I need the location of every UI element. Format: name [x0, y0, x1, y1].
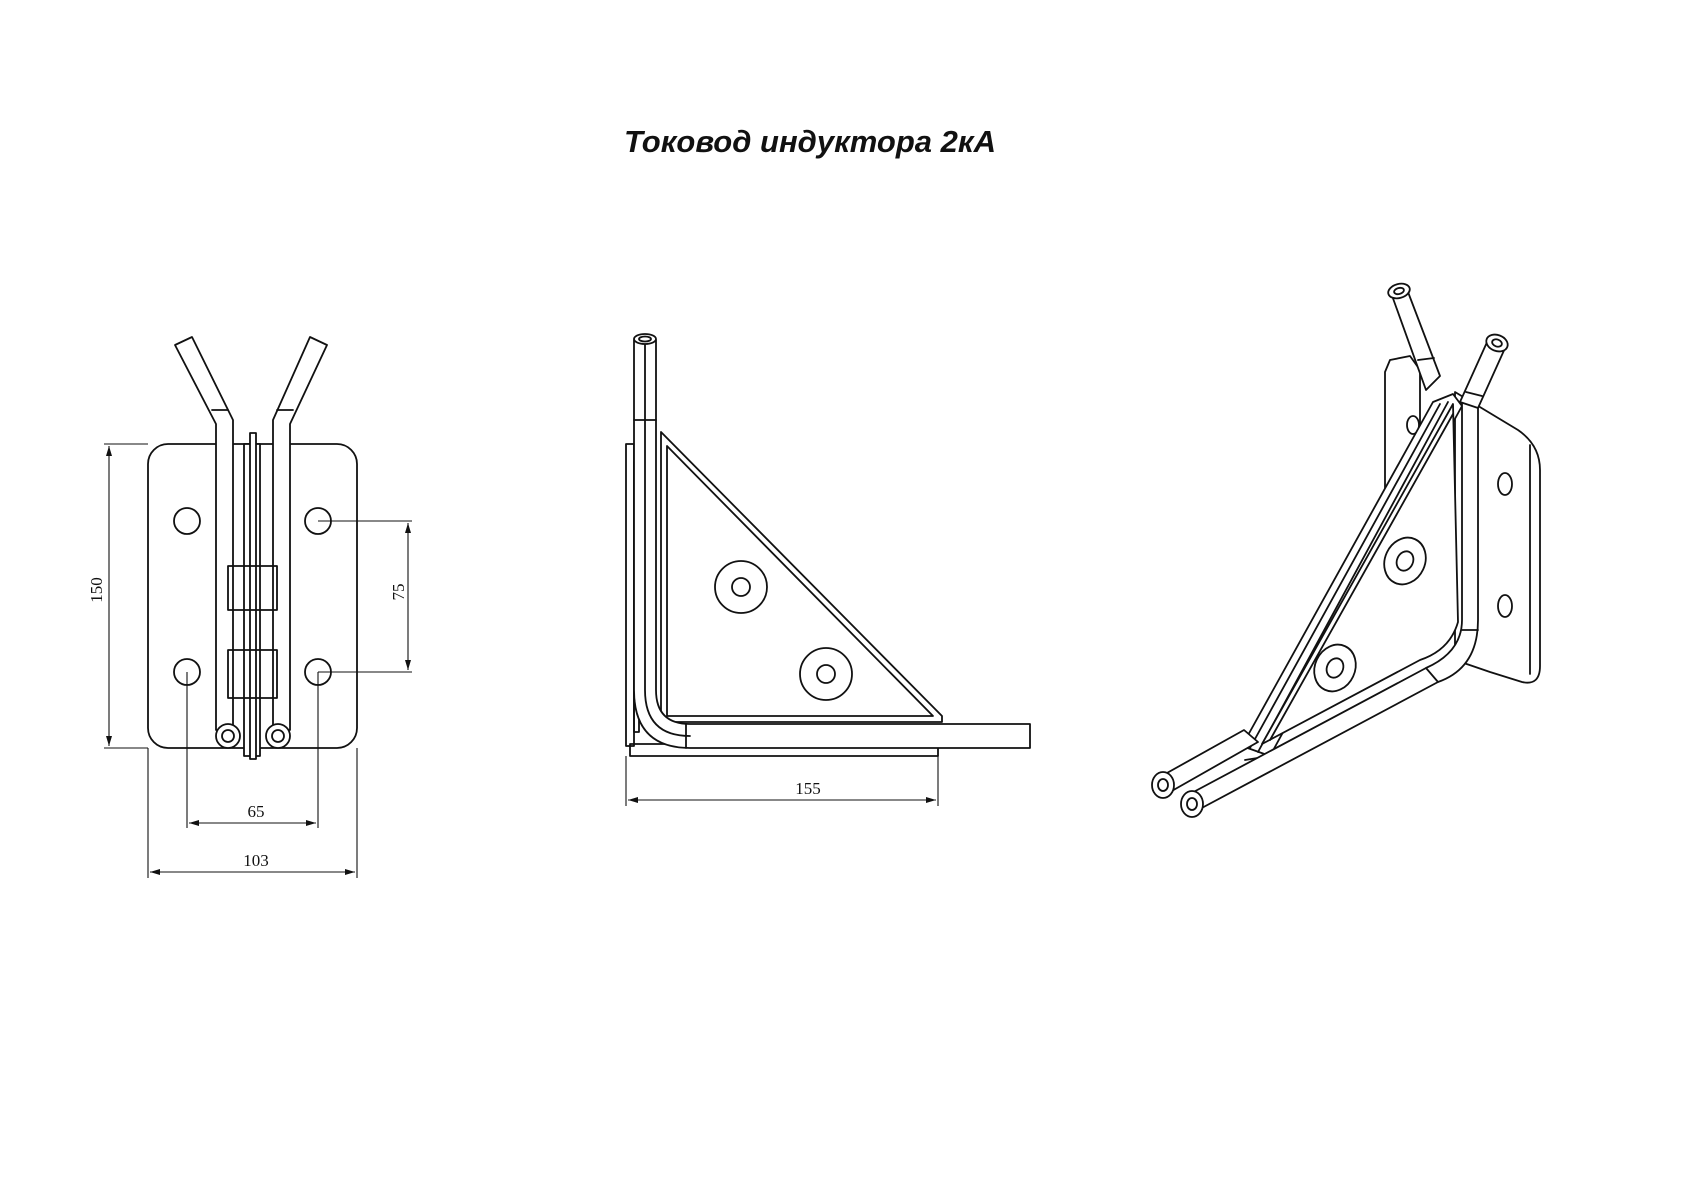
side-tube-end — [633, 333, 657, 345]
iso-bolt-upper — [1383, 536, 1427, 586]
iso-gusset-plate — [1261, 403, 1459, 745]
front-hole-top-left — [173, 507, 201, 535]
side-bolt-upper — [714, 560, 768, 614]
dimension-75: 75 — [318, 520, 412, 673]
dimension-150-label: 150 — [87, 577, 106, 603]
dimension-155: 155 — [625, 756, 939, 806]
side-bolt-lower — [799, 647, 853, 701]
dimension-103: 103 — [147, 748, 358, 878]
iso-tube-rear-end — [1151, 771, 1175, 799]
front-tube-right — [272, 336, 328, 731]
iso-tube-front-end — [1180, 790, 1204, 818]
iso-tube-upper-left — [1387, 282, 1441, 391]
front-clamp-lower — [227, 649, 278, 699]
iso-tube-rear-lower — [1151, 729, 1259, 799]
side-view: 155 — [625, 333, 1031, 806]
front-view: 150 75 65 103 — [87, 336, 412, 878]
iso-tube-upper-left-end — [1387, 282, 1411, 300]
dimension-65: 65 — [186, 672, 319, 828]
dimension-103-label: 103 — [243, 851, 269, 870]
front-clamp-upper — [227, 565, 278, 611]
dimension-65-label: 65 — [248, 802, 265, 821]
isometric-view — [1151, 282, 1541, 818]
front-tube-end-left — [215, 723, 241, 749]
iso-tube-upper-right — [1459, 333, 1509, 409]
iso-plate-hole-lower — [1497, 594, 1513, 618]
iso-tube-front — [1180, 399, 1479, 818]
dimension-75-label: 75 — [389, 584, 408, 601]
front-center-strip — [249, 432, 257, 760]
drawing-title: Токовод индуктора 2кА — [624, 124, 996, 159]
side-gusset-plate — [660, 431, 943, 723]
side-tube — [633, 333, 1031, 749]
iso-tube-upper-right-end — [1485, 333, 1509, 353]
iso-plate-hole-upper — [1497, 472, 1513, 496]
front-tube-end-right — [265, 723, 291, 749]
side-mounting-plate — [625, 443, 635, 747]
iso-bolt-lower — [1313, 643, 1357, 693]
dimension-150: 150 — [87, 443, 148, 749]
dimension-155-label: 155 — [795, 779, 821, 798]
